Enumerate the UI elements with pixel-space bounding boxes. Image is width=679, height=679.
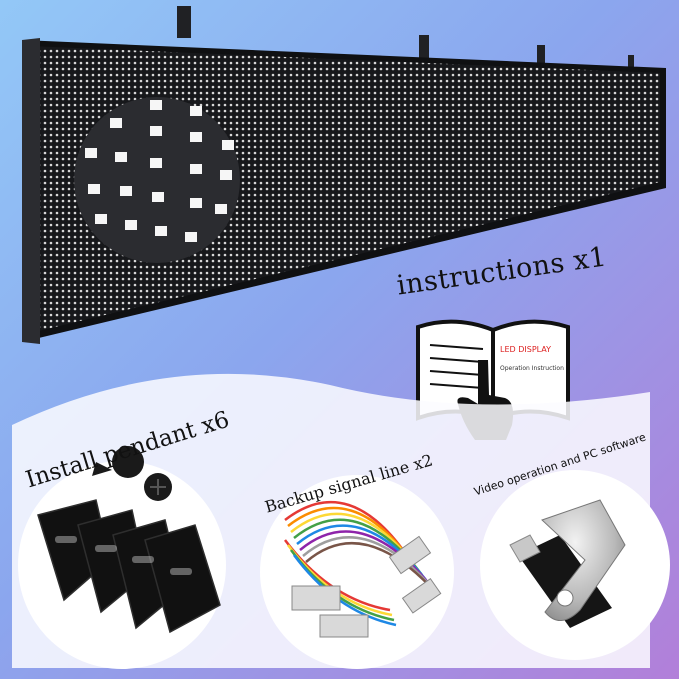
led-magnifier (74, 97, 240, 263)
signal-line-circle (260, 475, 454, 669)
book-title: LED DISPLAY (500, 345, 552, 354)
book-subtitle: Operation Instruction (500, 365, 564, 372)
usb-circle (480, 470, 670, 660)
pendant-circle (18, 446, 226, 669)
